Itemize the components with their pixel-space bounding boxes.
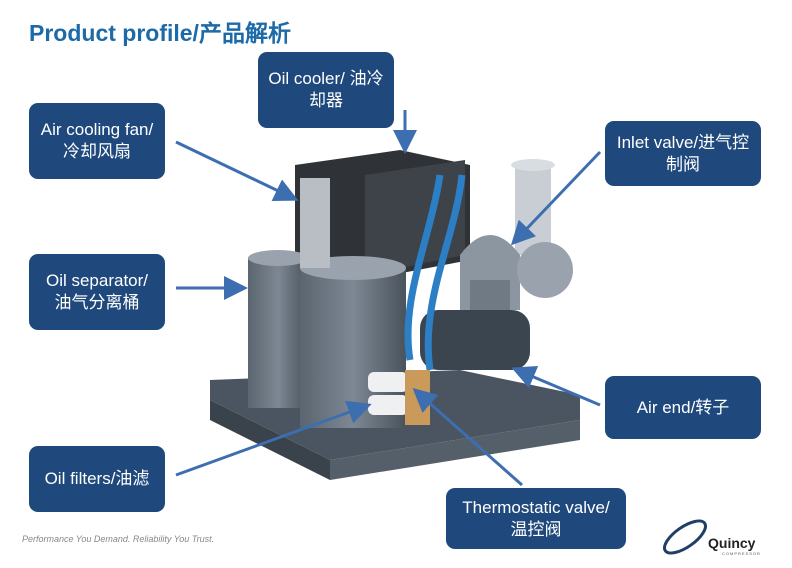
callout-oil-cooler: Oil cooler/ 油冷却器 [258, 52, 394, 128]
callout-inlet-valve: Inlet valve/进气控制阀 [605, 121, 761, 186]
callout-thermostatic-valve: Thermostatic valve/温控阀 [446, 488, 626, 549]
page-title: Product profile/产品解析 [29, 20, 291, 46]
callout-oil-filters: Oil filters/油滤 [29, 446, 165, 512]
footer-tagline: Performance You Demand. Reliability You … [22, 534, 215, 544]
callout-oil-separator: Oil separator/ 油气分离桶 [29, 254, 165, 330]
logo-name: Quincy [708, 535, 756, 551]
callout-arrows [175, 110, 602, 487]
quincy-logo-icon [663, 519, 707, 555]
callout-air-end: Air end/转子 [605, 376, 761, 439]
logo-subtitle: COMPRESSOR [722, 551, 761, 556]
callout-air-cooling-fan: Air cooling fan/冷却风扇 [29, 103, 165, 179]
